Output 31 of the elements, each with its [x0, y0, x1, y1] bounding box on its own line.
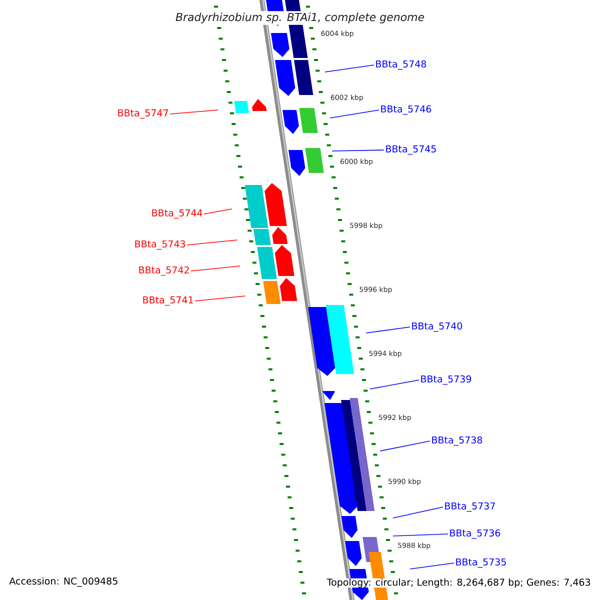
gene-label: BBta_5743 [135, 240, 186, 250]
leader-line [330, 110, 380, 118]
title: Bradyrhizobium sp. BTAi1, complete genome [174, 11, 426, 25]
gene-label: BBta_5748 [376, 60, 426, 70]
gene-label: BBta_5747 [118, 109, 168, 119]
genome-info-label: Topology: circular; Length: 8,264,687 bp; Genes: 7,463 [326, 578, 591, 588]
gene-label: BBta_5745 [386, 145, 436, 155]
leader-line [204, 208, 232, 214]
leader-line [332, 150, 384, 152]
leader-line [324, 64, 374, 72]
leader-line [194, 296, 246, 302]
leader-line [170, 110, 218, 114]
leader-line [190, 266, 240, 272]
leader-line [392, 534, 448, 536]
leader-line [366, 326, 410, 334]
gene-label: BBta_5739 [421, 375, 472, 385]
accession-label: Accession: NC_009485 [8, 576, 120, 588]
leader-line [410, 562, 454, 570]
leader-line [370, 380, 420, 390]
gene-label: BBta_5735 [456, 558, 506, 568]
gene-label: BBta_5741 [143, 296, 193, 306]
gene-label: BBta_5736 [450, 529, 500, 539]
gene-label: BBta_5742 [139, 266, 189, 276]
gene-label: BBta_5738 [432, 436, 482, 446]
gene-label: BBta_5740 [412, 322, 462, 332]
leader-line [380, 440, 430, 452]
gene-label: BBta_5744 [152, 209, 202, 219]
gene-label: BBta_5737 [445, 502, 495, 512]
gene-label: BBta_5746 [381, 105, 432, 115]
leader-line [186, 240, 238, 246]
leader-line [392, 506, 444, 518]
